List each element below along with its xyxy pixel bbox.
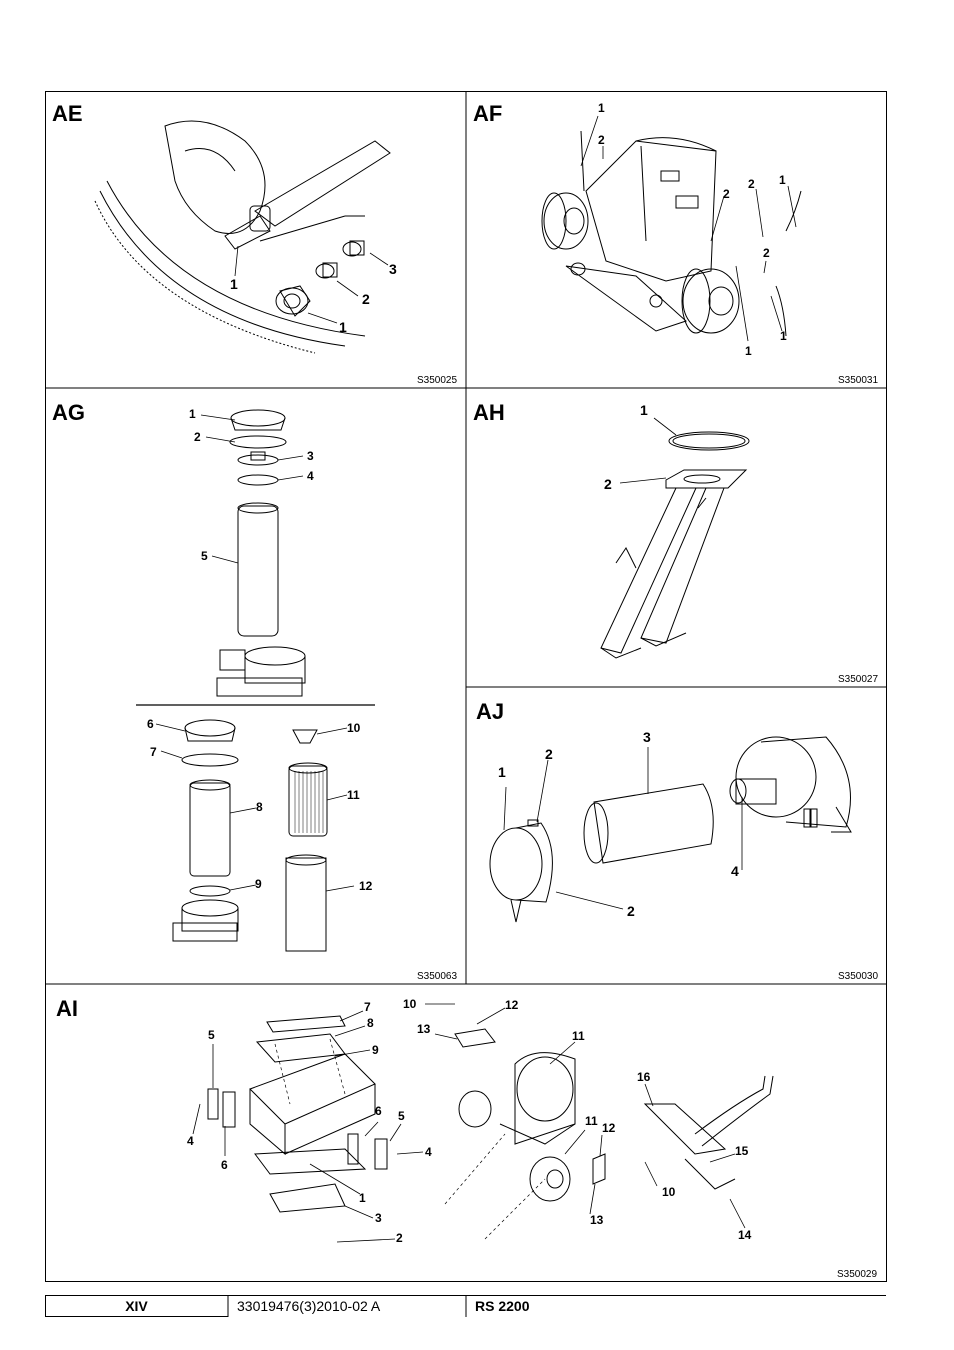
panel-ag: AG xyxy=(45,388,466,984)
callout: 2 xyxy=(598,133,605,147)
figure-code: S350029 xyxy=(837,1269,878,1280)
panel-label: AJ xyxy=(476,699,505,724)
callout: 2 xyxy=(362,291,370,307)
panel-ai: AI xyxy=(45,984,887,1282)
callout: 2 xyxy=(748,177,755,191)
panel-ae: AE xyxy=(45,91,466,388)
callout: 2 xyxy=(396,1231,403,1245)
callout: 4 xyxy=(731,863,739,879)
panel-label: AG xyxy=(52,400,85,425)
callout: 2 xyxy=(763,246,770,260)
callout: 2 xyxy=(723,187,730,201)
figure-code: S350063 xyxy=(417,971,458,982)
callout: 10 xyxy=(662,1185,676,1199)
callout: 1 xyxy=(779,173,786,187)
ag-illustration xyxy=(136,409,375,952)
callout: 8 xyxy=(367,1016,374,1030)
callout: 3 xyxy=(307,449,314,463)
callout: 2 xyxy=(604,476,612,492)
callout: 2 xyxy=(194,430,201,444)
callout: 13 xyxy=(590,1213,604,1227)
callout: 10 xyxy=(403,997,417,1011)
callout: 12 xyxy=(505,998,519,1012)
figure-code: S350031 xyxy=(838,375,879,386)
callout: 3 xyxy=(375,1211,382,1225)
callout: 6 xyxy=(221,1158,228,1172)
callout: 1 xyxy=(598,101,605,115)
footer-lines xyxy=(45,1295,886,1317)
callout: 16 xyxy=(637,1070,651,1084)
ah-illustration xyxy=(600,417,750,659)
callout: 8 xyxy=(256,800,263,814)
panel-label: AI xyxy=(56,996,78,1021)
callout: 6 xyxy=(147,717,154,731)
callout: 1 xyxy=(230,276,238,292)
model-name: RS 2200 xyxy=(475,1298,530,1314)
callout: 4 xyxy=(307,469,314,483)
callout: 1 xyxy=(780,329,787,343)
panel-ah: AH 1 2 S350027 xyxy=(466,388,887,687)
callout: 7 xyxy=(364,1000,371,1014)
callout: 15 xyxy=(735,1144,749,1158)
page-number: XIV xyxy=(125,1298,148,1314)
callout: 11 xyxy=(347,788,360,802)
panel-aj: AJ 3 2 1 4 2 S3 xyxy=(466,687,887,984)
document-number: 33019476(3)2010-02 A xyxy=(237,1298,381,1314)
callout: 2 xyxy=(627,903,635,919)
callout: 13 xyxy=(417,1022,431,1036)
callout: 12 xyxy=(602,1121,616,1135)
callout: 9 xyxy=(372,1043,379,1057)
callout: 7 xyxy=(150,745,157,759)
ai-illustration xyxy=(192,1003,774,1243)
callout: 12 xyxy=(359,879,373,893)
callout: 10 xyxy=(347,721,361,735)
panel-label: AH xyxy=(473,400,505,425)
af-illustration xyxy=(541,115,802,342)
callout: 4 xyxy=(425,1145,432,1159)
callout: 4 xyxy=(187,1134,194,1148)
callout: 1 xyxy=(189,407,196,421)
page-footer: XIV 33019476(3)2010-02 A RS 2200 xyxy=(45,1295,886,1317)
callout: 1 xyxy=(359,1191,366,1205)
callout: 5 xyxy=(208,1028,215,1042)
figure-code: S350027 xyxy=(838,674,879,685)
callout: 6 xyxy=(375,1104,382,1118)
panel-af: AF xyxy=(466,91,887,388)
callout: 14 xyxy=(738,1228,752,1242)
callout: 1 xyxy=(339,319,347,335)
panel-label: AE xyxy=(52,101,83,126)
callout: 2 xyxy=(545,746,553,762)
callout: 5 xyxy=(398,1109,405,1123)
figure-code: S350025 xyxy=(417,375,458,386)
aj-illustration xyxy=(489,736,852,923)
callout: 3 xyxy=(643,729,651,745)
panel-label: AF xyxy=(473,101,503,126)
callout: 11 xyxy=(585,1114,598,1128)
callout: 1 xyxy=(498,764,506,780)
figure-code: S350030 xyxy=(838,971,879,982)
callout: 11 xyxy=(572,1029,585,1043)
callout: 1 xyxy=(745,344,752,358)
callout: 9 xyxy=(255,877,262,891)
callout: 3 xyxy=(389,261,397,277)
ae-illustration xyxy=(94,120,391,354)
callout: 5 xyxy=(201,549,208,563)
callout: 1 xyxy=(640,402,648,418)
